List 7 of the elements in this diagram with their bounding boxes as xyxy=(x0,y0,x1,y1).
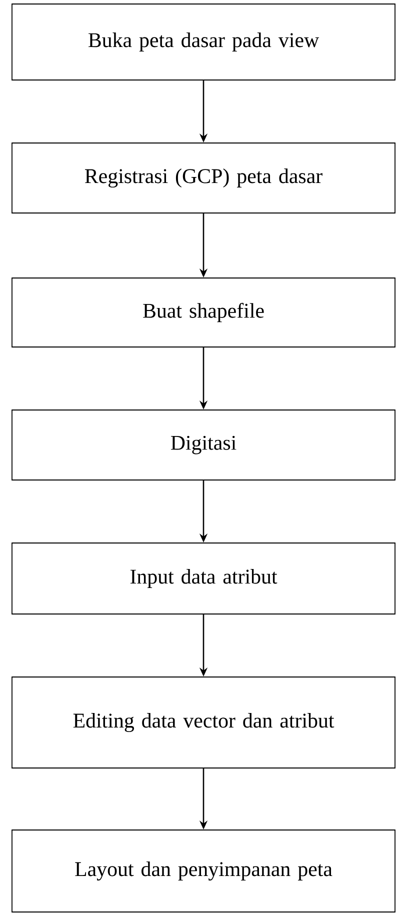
process-box: Registrasi (GCP) peta dasar xyxy=(12,142,396,214)
process-box: Buka peta dasar pada view xyxy=(12,4,396,80)
process-box: Editing data vector dan atribut xyxy=(12,676,396,768)
process-box: Buat shapefile xyxy=(12,278,396,348)
process-box: Input data atribut xyxy=(12,542,396,614)
process-box: Layout dan penyimpanan peta xyxy=(12,830,396,912)
process-box: Digitasi xyxy=(12,410,396,480)
